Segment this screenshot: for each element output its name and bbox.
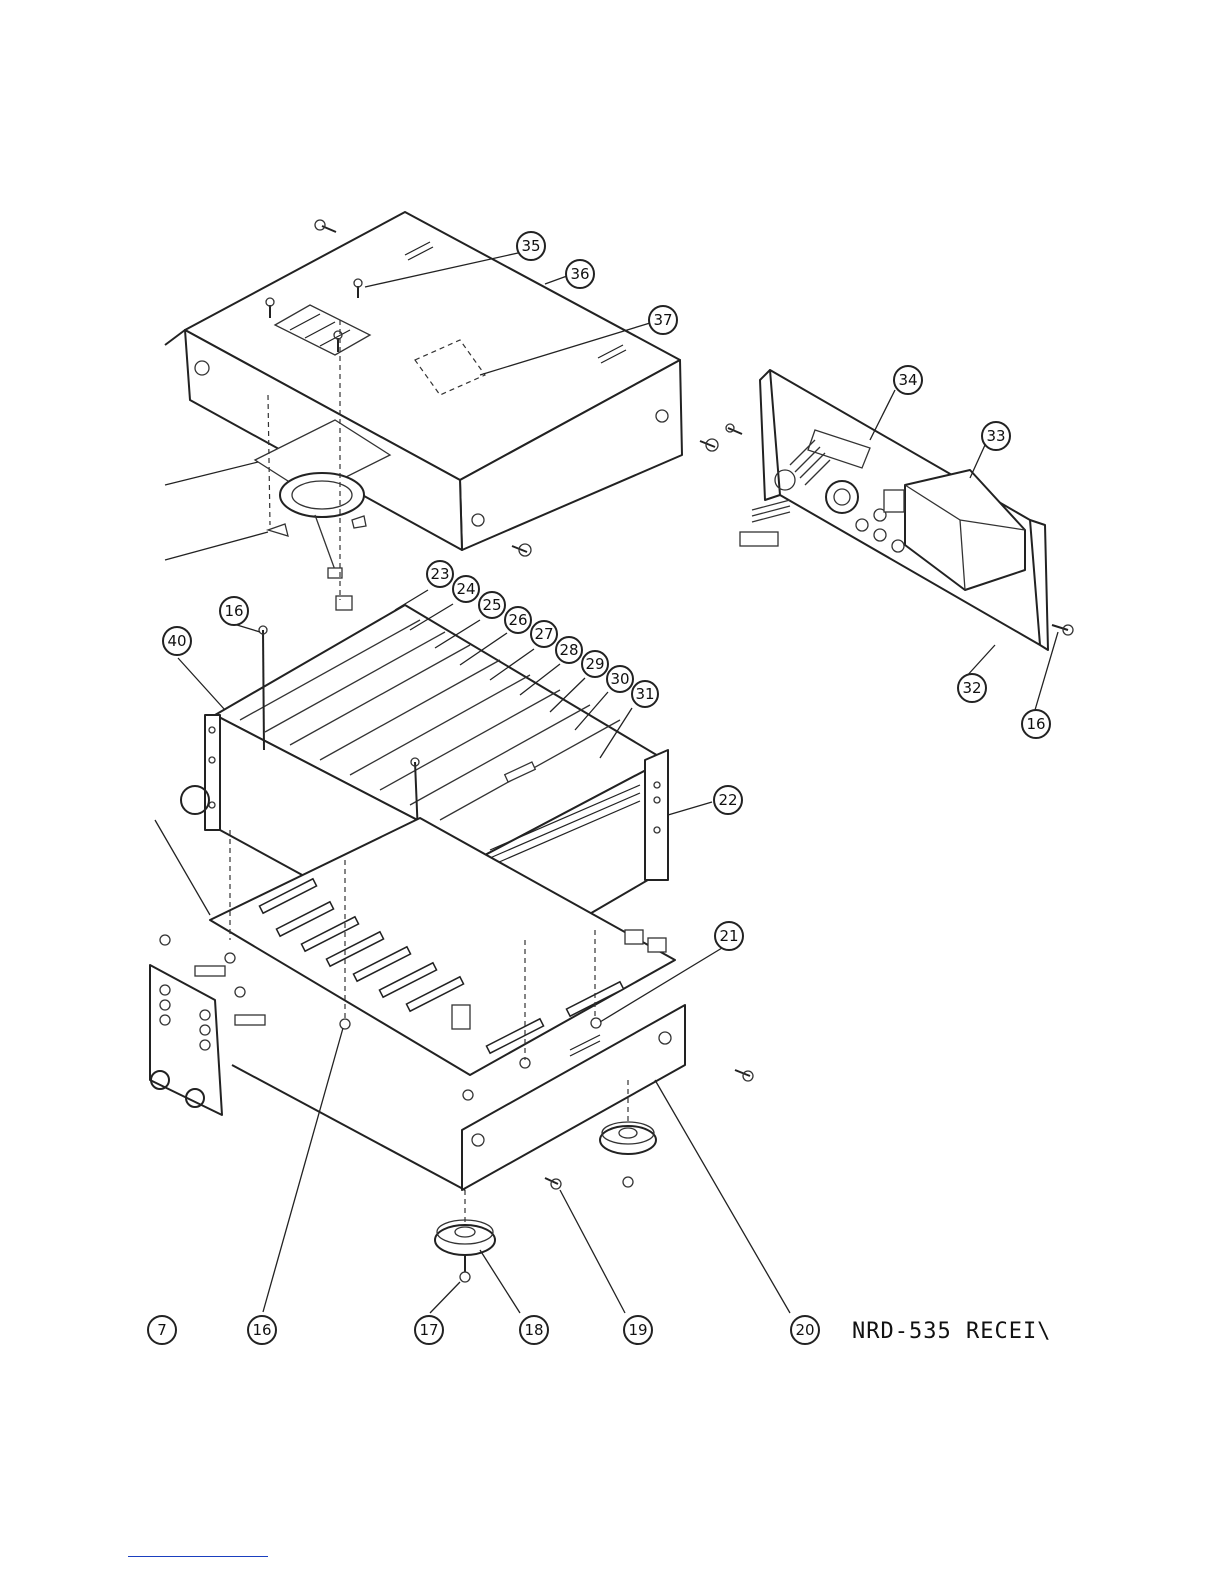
callout-7-label: 7: [157, 1321, 167, 1339]
callout-33-label: 33: [986, 427, 1005, 445]
callout-37: 37: [649, 306, 677, 334]
callout-16-top: 16: [220, 597, 248, 625]
callout-31: 31: [632, 681, 658, 707]
callout-35-label: 35: [521, 237, 540, 255]
callout-23: 23: [427, 561, 453, 587]
callout-16-right-label: 16: [1026, 715, 1045, 733]
speaker-assembly: [165, 420, 390, 610]
callout-19: 19: [624, 1316, 652, 1344]
callout-28-label: 28: [559, 641, 578, 659]
callout-32-label: 32: [962, 679, 981, 697]
callout-26: 26: [505, 607, 531, 633]
callout-37-label: 37: [653, 311, 672, 329]
callout-36-label: 36: [570, 265, 589, 283]
callout-16-top-label: 16: [224, 602, 243, 620]
callout-7: 7: [148, 1316, 176, 1344]
callout-28: 28: [556, 637, 582, 663]
callout-20: 20: [791, 1316, 819, 1344]
callout-16-bottom: 16: [248, 1316, 276, 1344]
callout-22: 22: [714, 786, 742, 814]
callout-27-label: 27: [534, 625, 553, 643]
diagram-caption: NRD-535 RECEI\: [852, 1319, 1051, 1344]
callout-18-label: 18: [524, 1321, 543, 1339]
callout-20-label: 20: [795, 1321, 814, 1339]
callout-23-label: 23: [430, 565, 449, 583]
callout-30: 30: [607, 666, 633, 692]
callout-33: 33: [982, 422, 1010, 450]
callout-16-right: 16: [1022, 710, 1050, 738]
callout-19-label: 19: [628, 1321, 647, 1339]
callout-24-label: 24: [456, 580, 475, 598]
footnote-rule: [128, 1556, 268, 1557]
callout-30-label: 30: [610, 670, 629, 688]
callout-21: 21: [715, 922, 743, 950]
callout-34: 34: [894, 366, 922, 394]
callout-40: 40: [163, 627, 191, 655]
callout-22-label: 22: [718, 791, 737, 809]
front-panel-assembly: [740, 370, 1073, 650]
callout-36: 36: [566, 260, 594, 288]
callout-29: 29: [582, 651, 608, 677]
callout-26-label: 26: [508, 611, 527, 629]
callout-40-label: 40: [167, 632, 186, 650]
callout-25: 25: [479, 592, 505, 618]
callout-35: 35: [517, 232, 545, 260]
callout-18: 18: [520, 1316, 548, 1344]
callout-17: 17: [415, 1316, 443, 1344]
side-sub-panel: [150, 965, 265, 1115]
top-cover: [165, 212, 682, 550]
callout-24: 24: [453, 576, 479, 602]
callout-27: 27: [531, 621, 557, 647]
callout-34-label: 34: [898, 371, 917, 389]
callout-16-bottom-label: 16: [252, 1321, 271, 1339]
callout-25-label: 25: [482, 596, 501, 614]
callout-17-label: 17: [419, 1321, 438, 1339]
callout-31-label: 31: [635, 685, 654, 703]
callout-32: 32: [958, 674, 986, 702]
callout-29-label: 29: [585, 655, 604, 673]
callout-21-label: 21: [719, 927, 738, 945]
